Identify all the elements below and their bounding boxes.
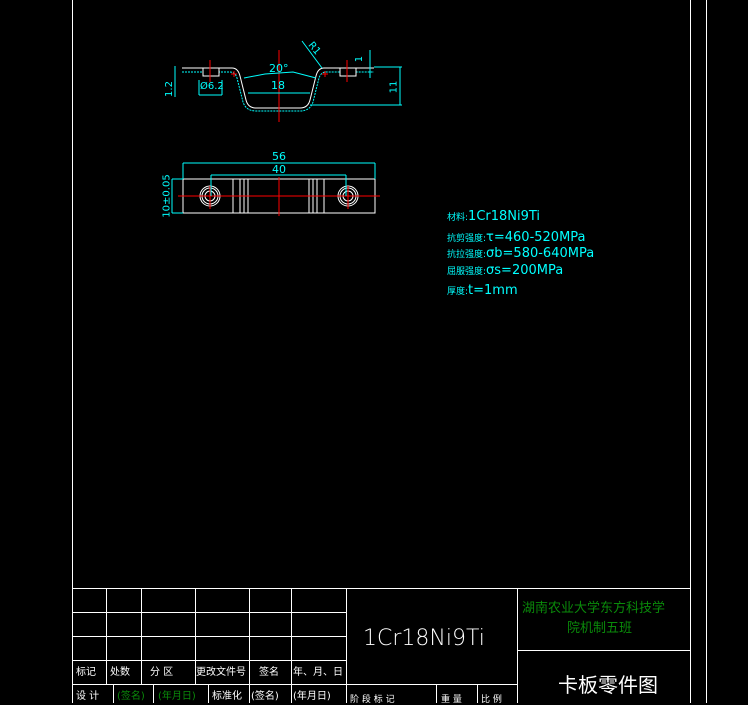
weight-label: 重 量: [441, 695, 462, 705]
header-zone: 分 区: [150, 667, 174, 678]
drawing-frame: [72, 0, 707, 703]
standardization-date: (年月日): [293, 691, 331, 702]
dim-inner-width: 18: [271, 79, 285, 92]
school-line-1: 湖南农业大学东方科技学: [522, 601, 666, 616]
school-line-2: 院机制五班: [567, 621, 633, 636]
dim-angle: 20°: [269, 62, 289, 75]
title-material: 1Cr18Ni9Ti: [363, 626, 485, 651]
standardization-signature: (签名): [251, 691, 279, 702]
design-signature: (签名): [117, 691, 145, 702]
header-mark: 标记: [76, 667, 96, 678]
spec-label: 抗剪强度:: [447, 234, 487, 244]
dim-height-left: 1.2: [163, 81, 175, 97]
spec-label: 材料:: [447, 213, 469, 223]
spec-value: τ=460-520MPa: [486, 230, 586, 245]
design-date: (年月日): [158, 691, 196, 702]
header-change-doc: 更改文件号: [196, 667, 246, 678]
spec-value: t=1mm: [468, 283, 518, 298]
dim-thickness: 1: [354, 55, 366, 63]
header-date: 年、月、日: [293, 667, 343, 678]
spec-label: 厚度:: [447, 287, 469, 297]
spec-label: 抗拉强度:: [447, 250, 487, 260]
spec-label: 屈服强度:: [447, 267, 487, 277]
header-count: 处数: [110, 667, 130, 678]
title-block-grid: [72, 588, 691, 703]
standardization-label: 标准化: [212, 691, 242, 702]
header-signature: 签名: [259, 667, 279, 678]
dim-height-right: 11: [388, 80, 400, 94]
spec-value: σs=200MPa: [486, 263, 564, 278]
side-view: [174, 40, 402, 122]
drawing-name: 卡板零件图: [558, 673, 658, 697]
scale-label: 比 例: [481, 695, 502, 705]
top-view: [171, 162, 380, 216]
design-label: 设 计: [76, 691, 100, 702]
spec-value: 1Cr18Ni9Ti: [468, 209, 541, 224]
dim-hole: Ø6.2: [200, 81, 224, 92]
dim-overall-length: 56: [272, 150, 286, 163]
dim-height: 10±0.05: [161, 174, 173, 218]
dim-hole-spacing: 40: [272, 163, 286, 176]
stage-mark-label: 阶 段 标 记: [350, 695, 395, 705]
spec-value: σb=580-640MPa: [486, 246, 595, 261]
